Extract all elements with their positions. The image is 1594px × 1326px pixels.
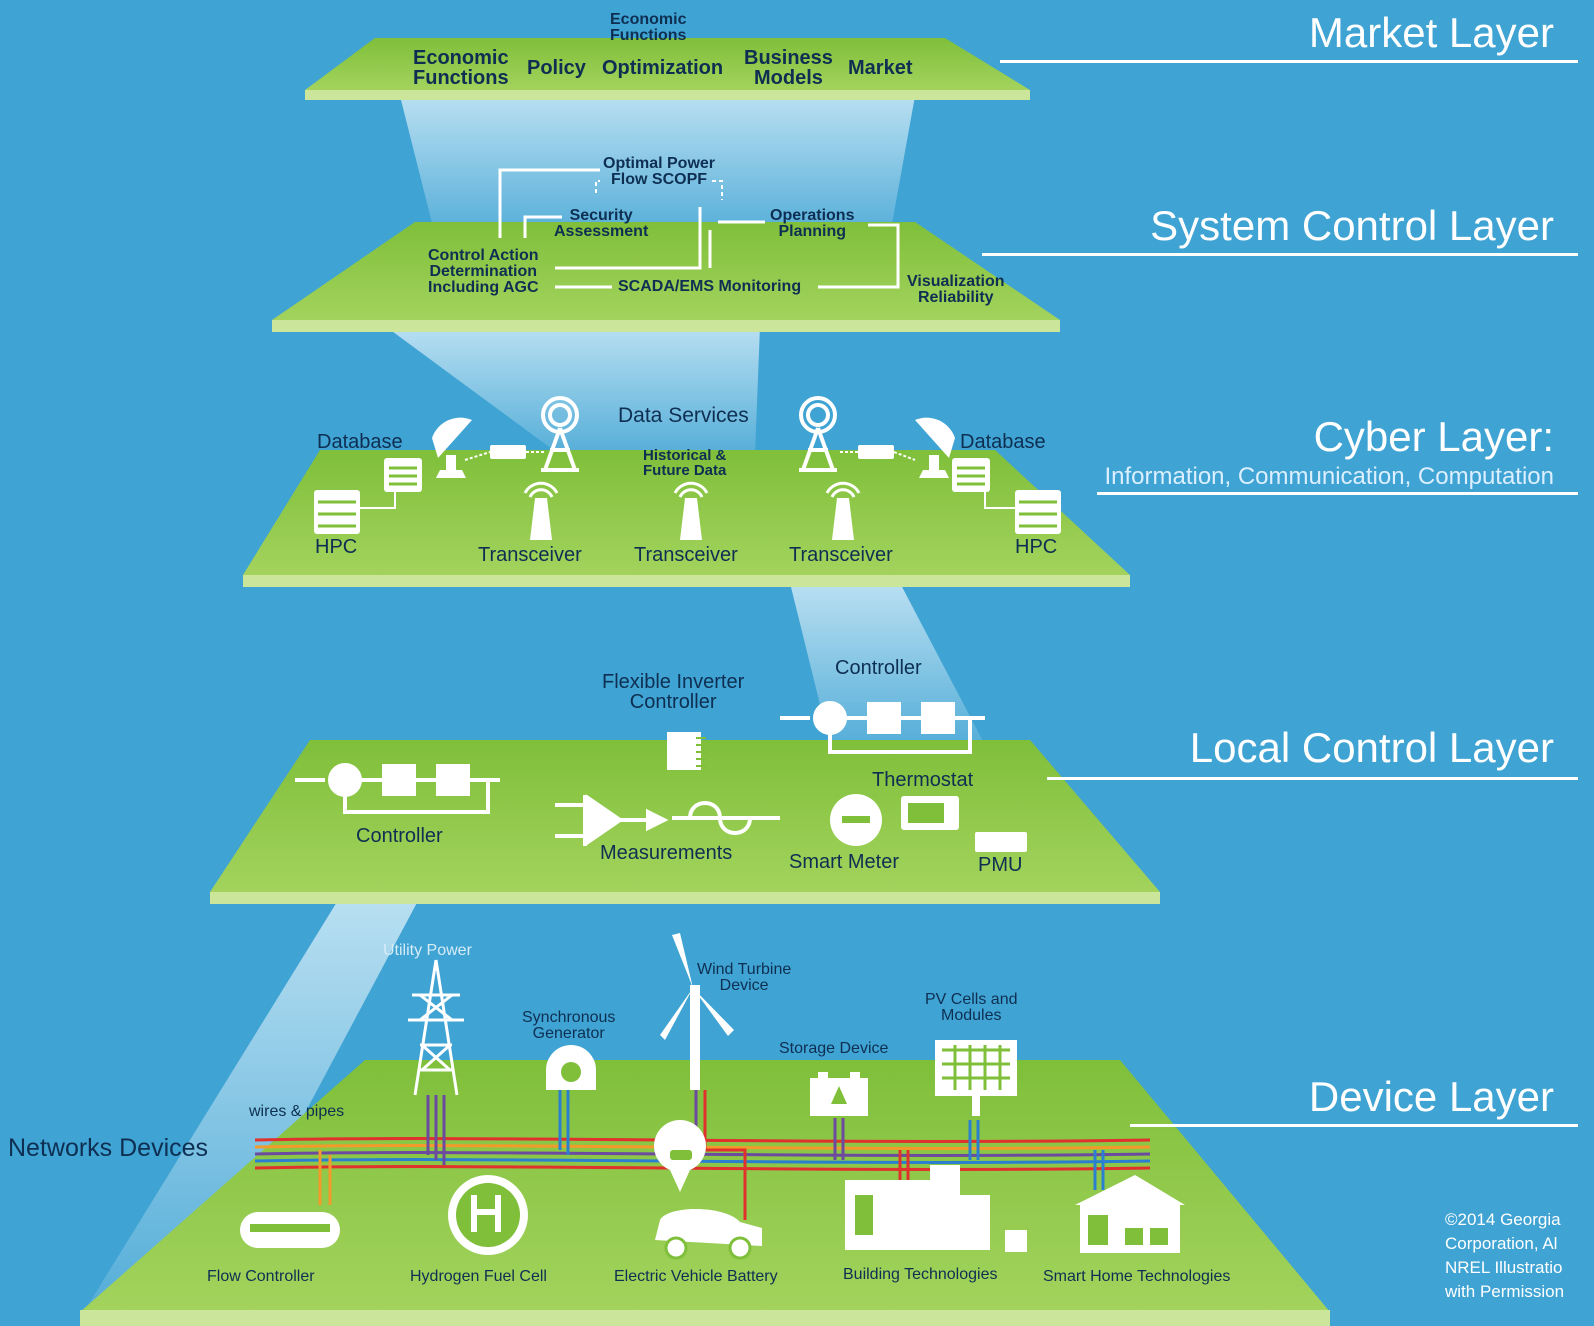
controller-left-label: Controller xyxy=(356,825,443,847)
beam-market-system xyxy=(400,96,915,235)
pv-panel-icon xyxy=(935,1040,1017,1116)
flow-controller-icon xyxy=(240,1212,340,1248)
utility-power-label: Utility Power xyxy=(383,942,472,959)
local-control-layer-underline xyxy=(1047,777,1578,780)
database-left-label: Database xyxy=(317,431,403,453)
copyright-note: ©2014 Georgia Corporation, Al NREL Illus… xyxy=(1445,1210,1565,1301)
market-plane xyxy=(305,38,1030,100)
system-control-layer-title: System Control Layer xyxy=(1150,202,1554,249)
thermostat-label: Thermostat xyxy=(872,769,974,791)
cyber-layer-subtitle: Information, Communication, Computation xyxy=(1104,463,1554,490)
system-control-layer-underline xyxy=(982,253,1578,256)
hydrogen-fuel-cell-icon xyxy=(448,1175,528,1255)
cyber-layer-title: Cyber Layer: xyxy=(1313,413,1554,460)
transceiver-3-label: Transceiver xyxy=(789,544,893,566)
market-market: Market xyxy=(848,57,913,79)
beam-local-device xyxy=(85,897,420,1310)
electric-vehicle-icon xyxy=(654,1120,762,1260)
ev-battery-label: Electric Vehicle Battery xyxy=(614,1268,778,1285)
synchronous-generator-icon xyxy=(546,1045,596,1090)
transceiver-2-label: Transceiver xyxy=(634,544,738,566)
device-layer-underline xyxy=(1130,1124,1578,1127)
system-control-plane xyxy=(272,222,1060,332)
hpc-left-label: HPC xyxy=(315,536,358,558)
market-layer-title: Market Layer xyxy=(1308,9,1554,56)
satellite-dish-icon xyxy=(432,417,472,478)
device-layer-title: Device Layer xyxy=(1308,1073,1554,1120)
storage-device-label: Storage Device xyxy=(779,1040,889,1057)
satellite-dish-icon xyxy=(915,417,955,478)
beam-system-cyber xyxy=(385,326,760,455)
cyber-connectors xyxy=(360,492,1015,509)
hydrogen-fuel-cell-label: Hydrogen Fuel Cell xyxy=(410,1268,547,1285)
controller-block-top xyxy=(780,701,985,754)
wires-pipes-label: wires & pipes xyxy=(249,1103,345,1120)
historical-data-label: Historical &Future Data xyxy=(643,447,727,479)
market-layer-underline xyxy=(1000,60,1578,63)
smart-meter-label: Smart Meter xyxy=(789,851,900,873)
smart-meter-icon xyxy=(830,794,882,846)
server-lines xyxy=(318,466,1057,528)
radio-tower-icon xyxy=(799,396,837,472)
pmu-icon xyxy=(975,832,1027,852)
market-policy: Policy xyxy=(527,57,586,79)
hpc-right-label: HPC xyxy=(1015,536,1058,558)
radio-tower-icon xyxy=(541,396,579,472)
transceiver-icon xyxy=(530,498,854,540)
thermostat-icon xyxy=(901,796,959,830)
signal-waves xyxy=(523,481,861,498)
router-icon xyxy=(464,445,916,461)
storage-battery-icon xyxy=(810,1072,868,1116)
transceiver-1-label: Transceiver xyxy=(478,544,582,566)
measurement-icon xyxy=(555,794,780,846)
local-control-layer-title: Local Control Layer xyxy=(1189,724,1554,771)
wind-turbine-icon xyxy=(660,933,734,1090)
system-control-connectors xyxy=(498,168,900,289)
market-optimization: Optimization xyxy=(602,57,724,79)
building-icon xyxy=(845,1165,1027,1252)
smart-home-icon xyxy=(1075,1175,1185,1253)
pmu-label: PMU xyxy=(978,854,1023,876)
inverter-chip-icon xyxy=(667,732,706,770)
building-technologies-label: Building Technologies xyxy=(843,1266,998,1283)
scada-label: SCADA/EMS Monitoring xyxy=(618,278,802,295)
cyber-layer-underline xyxy=(1097,492,1578,495)
transmission-tower-icon xyxy=(408,959,464,1096)
controller-top-label: Controller xyxy=(835,657,922,679)
data-services-label: Data Services xyxy=(618,404,749,427)
database-right-label: Database xyxy=(960,431,1046,453)
measurements-label: Measurements xyxy=(600,842,733,864)
controller-block-left xyxy=(295,763,500,814)
flow-controller-label: Flow Controller xyxy=(207,1268,315,1285)
smart-home-label: Smart Home Technologies xyxy=(1043,1268,1231,1285)
networks-devices-label: Networks Devices xyxy=(8,1134,209,1162)
